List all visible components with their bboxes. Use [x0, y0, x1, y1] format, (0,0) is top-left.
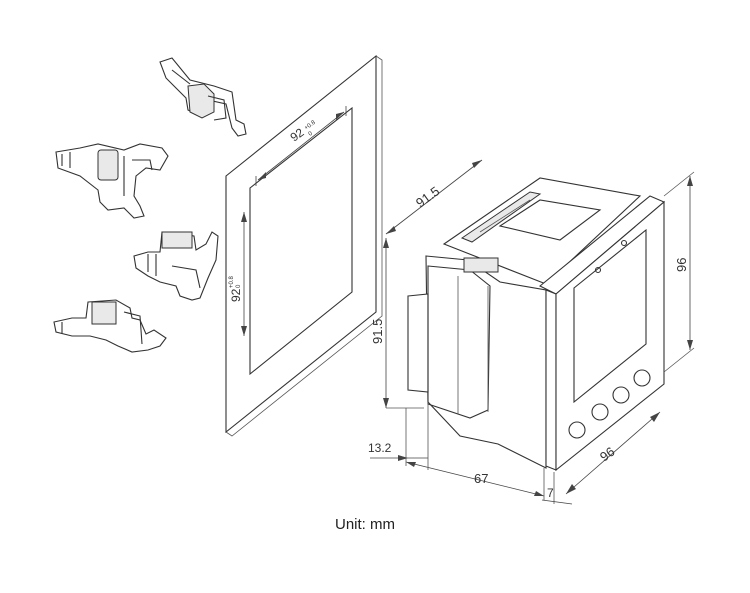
cutout-height-label: 92 — [229, 288, 243, 302]
panel-plate — [225, 54, 383, 437]
mounting-clip-1 — [159, 57, 247, 137]
height-side-label: 91.5 — [370, 319, 385, 344]
body-depth-label: 67 — [474, 471, 488, 486]
cutout-height-tolerance-lower: 0 — [236, 284, 242, 288]
meter-dimension-lines — [370, 159, 695, 505]
front-width-label: 96 — [597, 444, 618, 465]
mounting-clip-4 — [53, 299, 167, 353]
depth-top-label: 91.5 — [413, 183, 442, 210]
bezel-depth-label: 7 — [547, 486, 554, 500]
mounting-clip-2 — [55, 143, 169, 219]
cutout-height-tolerance: +0.8 — [229, 275, 235, 288]
front-height-label: 96 — [674, 258, 689, 272]
meter-body — [407, 177, 666, 472]
cutout-width-tolerance-lower: 0 — [308, 130, 315, 137]
rear-protrusion-label: 13.2 — [368, 441, 392, 455]
unit-caption: Unit: mm — [335, 516, 395, 533]
mounting-clip-3 — [133, 231, 219, 301]
